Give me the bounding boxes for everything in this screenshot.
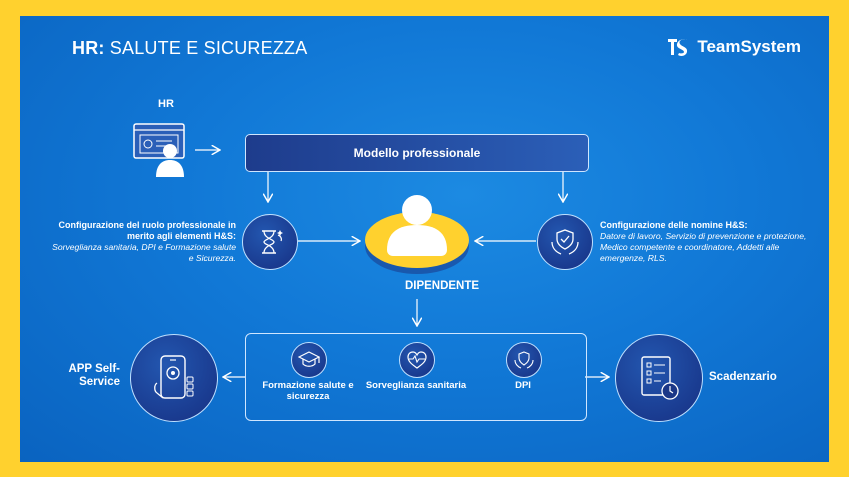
hourglass-circle [242,214,298,270]
formazione-circle [291,342,327,378]
page-title: HR: SALUTE E SICUREZZA [72,38,307,59]
right-config-heading: Configurazione delle nomine H&S: [600,220,748,230]
shield-hands-icon [551,229,579,255]
sorveglianza-circle [399,342,435,378]
brand-name: TeamSystem [697,37,801,56]
modello-label: Modello professionale [353,146,481,160]
checklist-clock-icon [641,356,679,400]
hr-dashboard-user-icon [132,121,194,184]
dipendente-label: DIPENDENTE [404,280,480,292]
services-box: Formazione salute e sicurezza Sorveglian… [245,333,587,421]
connector-arrows [195,16,829,462]
app-circle [130,334,218,422]
app-self-service-label: APP Self-Service [68,363,120,388]
title-bold: HR: [72,38,105,58]
shield-hands-small-icon [514,351,534,369]
graduation-cap-icon [298,351,320,367]
infographic-panel: HR: SALUTE E SICUREZZA TeamSystem HR Mod… [20,16,829,462]
hr-label: HR [158,98,174,110]
dpi-circle [506,342,542,378]
formazione-label: Formazione salute e sicurezza [262,380,354,402]
hourglass-icon [262,230,283,254]
scadenzario-circle [615,334,703,422]
teamsystem-logo-icon [668,39,688,56]
title-rest: SALUTE E SICUREZZA [109,38,308,58]
modello-professionale-box: Modello professionale [245,134,589,172]
heart-health-icon [407,351,427,369]
right-config-body: Datore di lavoro, Servizio di prevenzion… [600,231,807,263]
sorveglianza-label: Sorveglianza sanitaria [365,380,467,391]
left-config-heading: Configurazione del ruolo professionale i… [58,220,236,241]
scadenzario-label: Scadenzario [709,371,777,383]
dpi-label: DPI [515,380,531,391]
phone-settings-icon [154,355,194,399]
left-config-body: Sorveglianza sanitaria, DPI e Formazione… [52,242,236,263]
shield-hands-circle [537,214,593,270]
employee-user-icon [363,188,471,285]
left-config-text: Configurazione del ruolo professionale i… [50,220,236,264]
brand-logo: TeamSystem [665,36,801,58]
right-config-text: Configurazione delle nomine H&S: Datore … [600,220,826,264]
